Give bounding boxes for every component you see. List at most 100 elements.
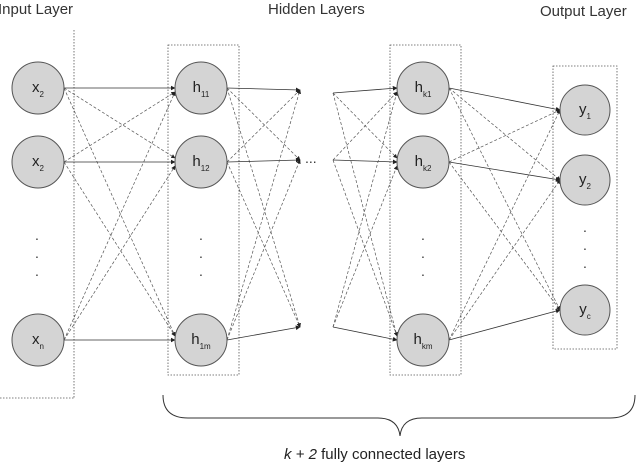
connection-arrow <box>63 161 176 337</box>
input-node: xn <box>11 313 65 367</box>
hidden-layers-title: Hidden Layers <box>268 1 365 18</box>
connection-arrow <box>226 159 301 341</box>
connection-arrow <box>448 87 561 181</box>
node-subscript: k2 <box>423 164 432 173</box>
connection-arrow <box>226 157 301 163</box>
curly-brace <box>162 394 636 437</box>
input-node: x2 <box>11 61 65 115</box>
connection-arrow <box>332 159 398 165</box>
connection-arrow <box>332 91 398 161</box>
svg-text:y1: y1 <box>579 101 592 121</box>
hidden-node: hkm <box>396 313 450 367</box>
node-symbol: h <box>415 79 423 96</box>
svg-text:.: . <box>583 219 587 235</box>
connection-arrow <box>332 91 399 328</box>
node-symbol: h <box>192 153 200 170</box>
output-node: yc <box>559 284 611 336</box>
node-symbol: h <box>413 331 421 348</box>
svg-text:h1m: h1m <box>191 331 211 351</box>
connection-arrow <box>332 326 398 342</box>
hidden-layer-last-box <box>389 44 462 376</box>
node-subscript: 2 <box>40 90 45 99</box>
connection-arrow <box>226 87 301 161</box>
svg-text:.: . <box>421 227 425 243</box>
node-subscript: n <box>40 342 44 351</box>
node-subscript: 2 <box>587 182 592 191</box>
node-subscript: 11 <box>201 90 210 99</box>
node-symbol: x <box>32 79 40 96</box>
svg-text:.: . <box>583 237 587 253</box>
svg-text:xn: xn <box>32 331 44 351</box>
hidden-layers-ellipsis: ... <box>305 150 317 166</box>
node-symbol: x <box>32 153 40 170</box>
svg-text:.: . <box>35 227 39 243</box>
output-vertical-dots: ... <box>583 219 587 271</box>
svg-text:h12: h12 <box>192 153 210 173</box>
output-node: y2 <box>559 154 611 206</box>
connection-arrow <box>448 87 561 112</box>
connection-arrow <box>226 161 301 328</box>
connection-arrow <box>448 109 561 341</box>
connection-arrow <box>448 87 561 311</box>
svg-text:hk1: hk1 <box>415 79 432 99</box>
connection-arrow <box>332 92 399 337</box>
node-subscript: 1 <box>587 112 592 121</box>
connection-arrow <box>226 87 301 93</box>
connection-arrow <box>332 85 398 94</box>
connection-arrow <box>448 179 561 341</box>
hidden-first-vertical-dots: ... <box>199 227 203 279</box>
node-symbol: x <box>32 331 40 348</box>
connection-arrow <box>332 159 398 337</box>
hidden-layer-first-box <box>167 44 240 376</box>
node-subscript: 2 <box>40 164 45 173</box>
connection-arrow <box>226 89 301 163</box>
svg-text:.: . <box>35 245 39 261</box>
svg-text:.: . <box>35 263 39 279</box>
connection-arrow <box>63 91 176 163</box>
connection-arrow <box>226 89 301 341</box>
svg-text:yc: yc <box>579 301 591 321</box>
connection-arrow <box>448 109 561 163</box>
svg-text:.: . <box>199 245 203 261</box>
connection-arrow <box>448 161 561 311</box>
connection-arrow <box>332 165 398 328</box>
hidden-node: h1m <box>174 313 228 367</box>
caption-k-plus-2: k + 2 <box>284 446 318 463</box>
node-symbol: y <box>579 171 587 188</box>
output-layer-title: Output Layer <box>540 3 627 20</box>
connection-arrow <box>63 87 176 159</box>
svg-text:h11: h11 <box>193 79 210 99</box>
connection-arrow <box>448 161 561 182</box>
hidden-last-vertical-dots: ... <box>421 227 425 279</box>
connection-arrow <box>63 165 176 341</box>
svg-text:hk2: hk2 <box>415 153 432 173</box>
node-symbol: h <box>191 331 199 348</box>
connection-arrow <box>226 87 301 328</box>
caption-text: fully connected layers <box>317 446 465 463</box>
svg-text:.: . <box>583 255 587 271</box>
connection-arrow <box>226 325 301 341</box>
svg-text:x2: x2 <box>32 153 45 173</box>
connection-arrow <box>63 87 176 337</box>
input-layer-box <box>0 30 75 399</box>
svg-text:x2: x2 <box>32 79 45 99</box>
output-node: y1 <box>559 84 611 136</box>
svg-text:.: . <box>199 263 203 279</box>
connection-arrow <box>63 91 176 341</box>
svg-text:.: . <box>421 263 425 279</box>
input-layer-title: Input Layer <box>0 1 73 18</box>
hidden-node: hk1 <box>396 61 450 115</box>
node-symbol: y <box>579 301 587 318</box>
node-subscript: km <box>422 342 433 351</box>
node-subscript: 12 <box>201 164 210 173</box>
hidden-node: hk2 <box>396 135 450 189</box>
output-layer-box <box>552 65 618 350</box>
hidden-node: h11 <box>174 61 228 115</box>
node-subscript: k1 <box>423 90 432 99</box>
svg-text:hkm: hkm <box>413 331 432 351</box>
node-symbol: h <box>415 153 423 170</box>
node-symbol: h <box>193 79 201 96</box>
input-node: x2 <box>11 135 65 189</box>
svg-text:y2: y2 <box>579 171 592 191</box>
